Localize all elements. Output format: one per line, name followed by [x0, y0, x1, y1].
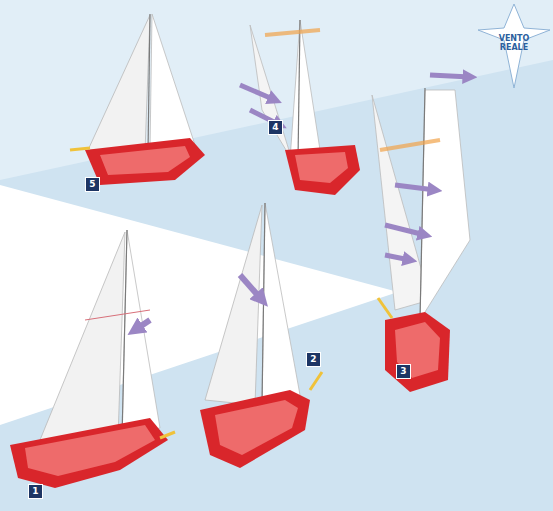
- wind-star-outline: [478, 4, 550, 88]
- boat-1: [10, 230, 175, 488]
- wind-label: VENTO REALE: [497, 34, 531, 52]
- boat-2: [200, 203, 322, 468]
- boat-4: [240, 20, 360, 195]
- light-band: [0, 0, 553, 180]
- callout-number: 4: [268, 120, 283, 135]
- callout-number: 5: [85, 177, 100, 192]
- boat-5: [70, 14, 205, 185]
- no-go-wedge: [0, 185, 398, 425]
- callout-number: 3: [396, 364, 411, 379]
- wind-symbol: VENTO REALE: [478, 4, 550, 88]
- boat-3: [372, 75, 470, 392]
- callout-number: 1: [28, 484, 43, 499]
- callout-number: 2: [306, 352, 321, 367]
